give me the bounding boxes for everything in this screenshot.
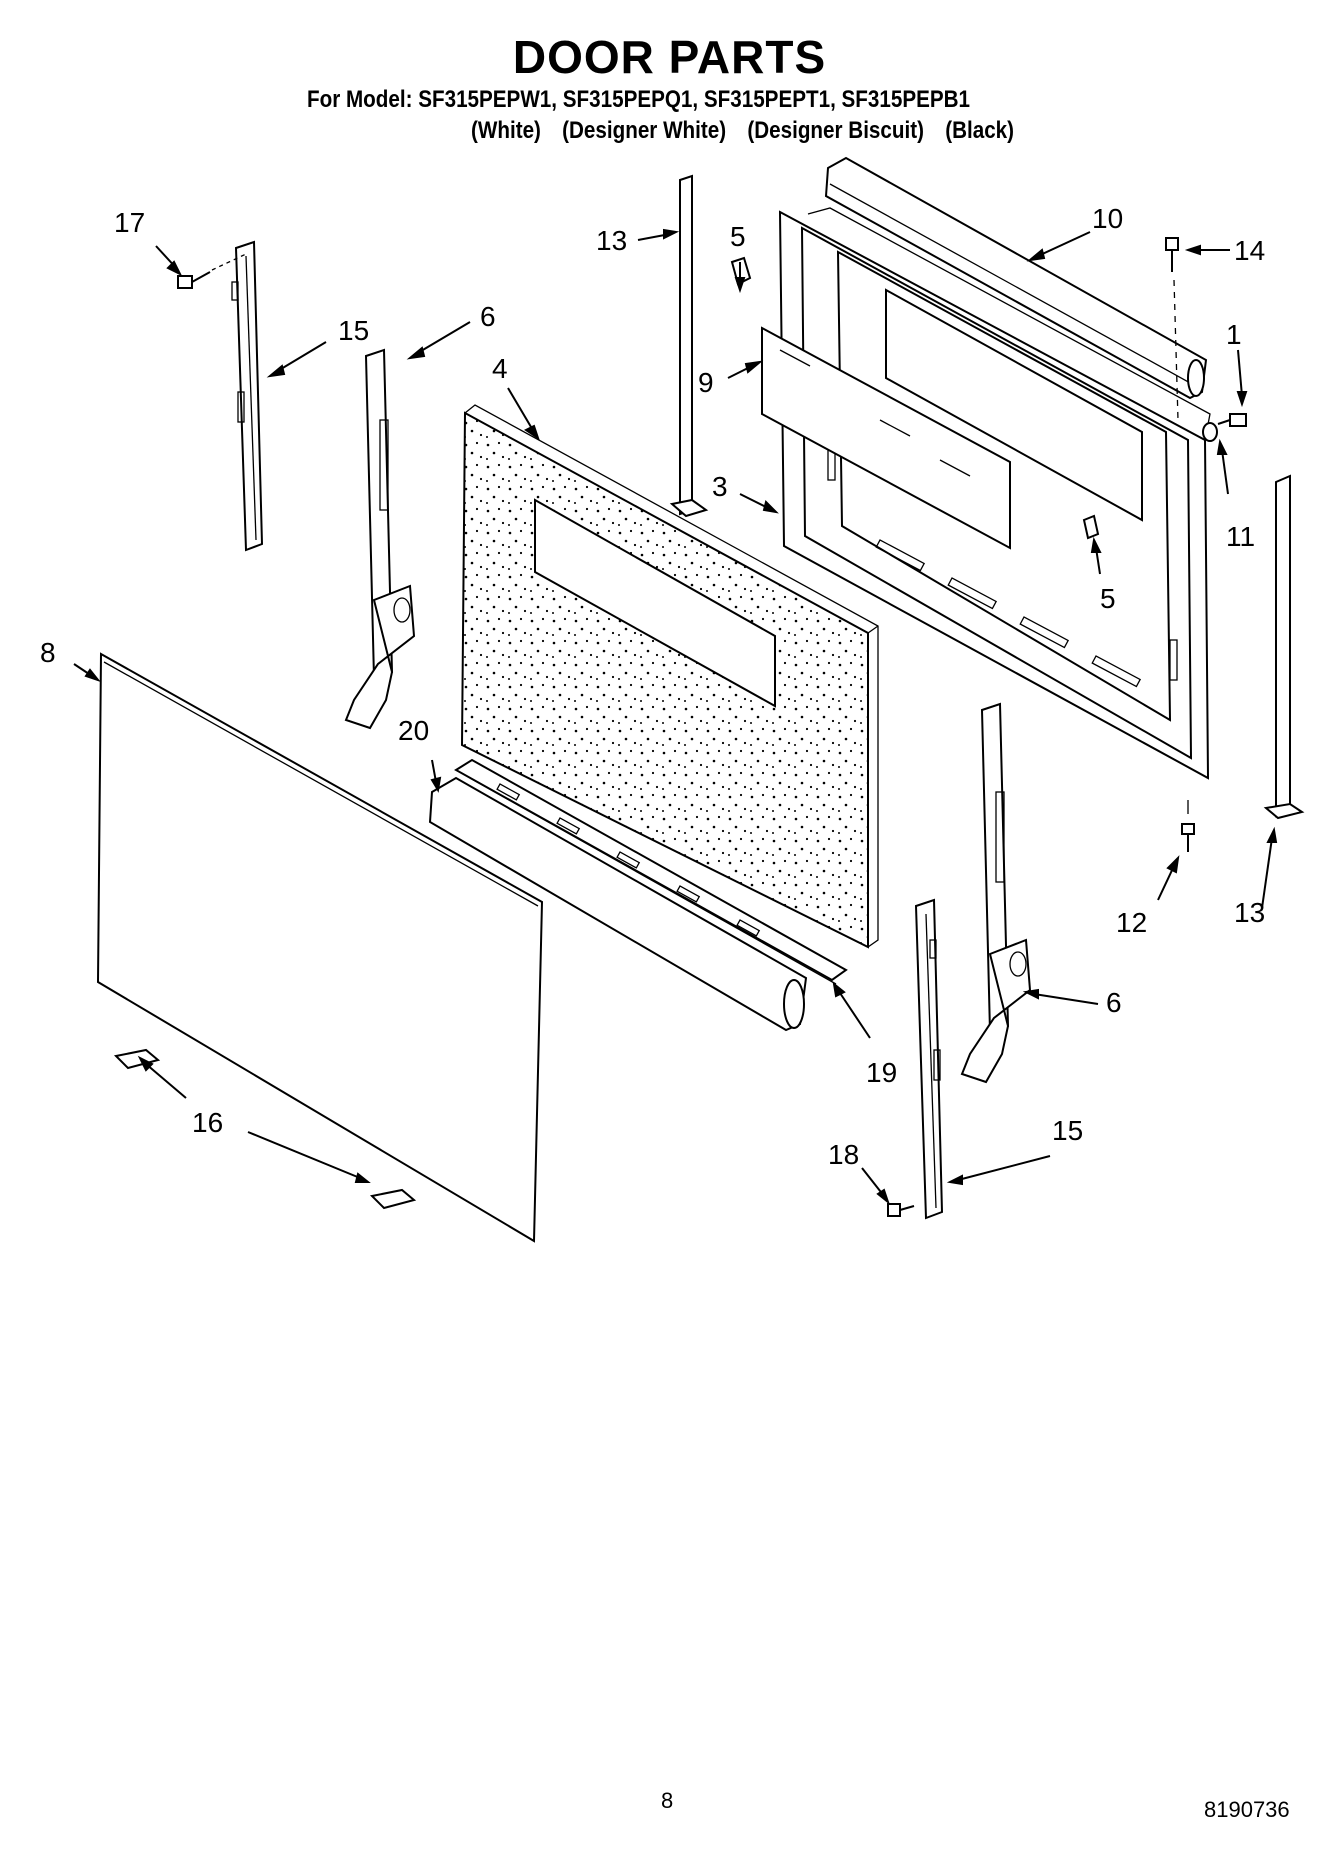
callout-6: 6 [480,301,496,332]
callout-15: 15 [338,315,369,346]
hinge-left [344,348,416,730]
hinge-right [960,702,1032,1084]
screw-14 [1165,237,1179,421]
callout-20: 20 [398,715,429,746]
callout-6-right: 6 [1106,987,1122,1018]
screw-17 [177,253,247,289]
variant-designer-white: (Designer White) [562,117,727,144]
callout-11: 11 [1226,521,1255,552]
callout-3: 3 [712,471,728,502]
clip-5-lower [1082,514,1100,540]
hinge-channel-left [231,240,264,552]
leader-lines [73,228,1278,1205]
page-number: 8 [661,1788,674,1813]
callout-8: 8 [40,637,56,668]
callout-16: 16 [192,1107,223,1138]
model-list: For Model: SF315PEPW1, SF315PEPQ1, SF315… [307,86,971,113]
bracket-16-right [369,1188,417,1210]
callout-9: 9 [698,367,714,398]
bottom-vent-trim [428,776,808,1032]
callout-5-lower: 5 [1100,583,1116,614]
insulation-panel [460,404,879,949]
bracket-16-left [113,1048,161,1070]
window-glass [761,326,1011,550]
frame-slots [827,439,1178,688]
callout-17: 17 [114,207,145,238]
callout-labels: 17 15 6 4 13 5 9 3 10 14 1 11 5 8 20 12 … [40,203,1265,1170]
callout-10: 10 [1092,203,1123,234]
callout-13: 13 [596,225,627,256]
callout-13-right: 13 [1234,897,1265,928]
callout-15-right: 15 [1052,1115,1083,1146]
washer-11 [1202,422,1218,442]
page-title: DOOR PARTS [512,31,827,83]
document-number: 8190736 [1204,1797,1290,1822]
screw-12 [1181,800,1195,852]
bottom-channel [454,758,848,985]
side-trim-left [669,174,709,518]
callout-4: 4 [492,353,508,384]
variant-white: (White) [471,117,541,144]
side-trim-right [1263,474,1305,820]
screw-18 [887,1203,915,1217]
callout-19: 19 [866,1057,897,1088]
outer-door-panel [96,652,544,1243]
door-top-trim [824,156,1208,400]
callout-18: 18 [828,1139,859,1170]
model-variants: (White) (Designer White) (Designer Biscu… [471,117,1030,145]
screw-1 [1217,413,1247,427]
hinge-channel-right [914,898,944,1220]
callout-5: 5 [730,221,746,252]
callout-14: 14 [1234,235,1265,266]
variant-black: (Black) [945,117,1015,144]
callout-1: 1 [1226,319,1242,350]
callout-12: 12 [1116,907,1147,938]
variant-designer-biscuit: (Designer Biscuit) [747,117,924,144]
